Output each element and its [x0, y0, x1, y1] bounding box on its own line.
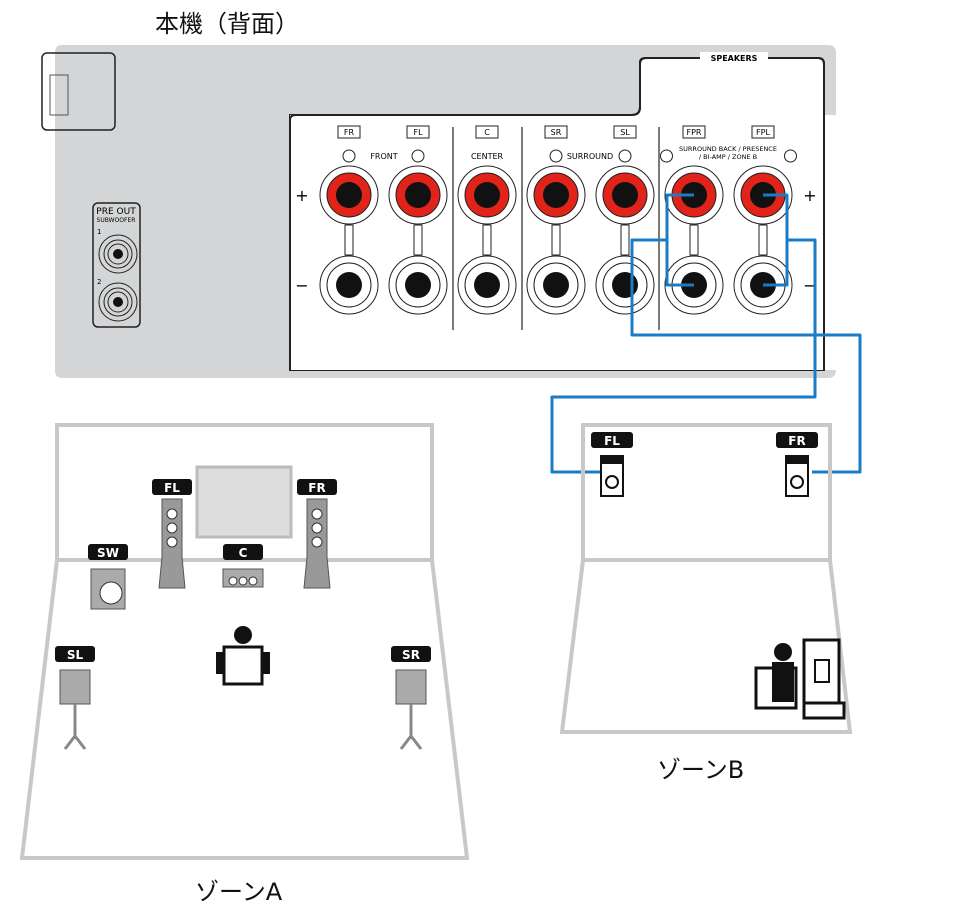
- svg-text:FL: FL: [604, 434, 620, 448]
- subwoofer-jack-2: [113, 297, 123, 307]
- svg-text:SL: SL: [67, 648, 84, 662]
- zone-b-speaker-fl: FL: [591, 432, 633, 497]
- svg-text:SURROUND BACK / PRESENCE: SURROUND BACK / PRESENCE: [679, 145, 777, 153]
- svg-text:FL: FL: [413, 128, 423, 137]
- svg-text:SW: SW: [97, 546, 119, 560]
- speaker-sr: SR: [391, 646, 431, 750]
- svg-text:FR: FR: [788, 434, 805, 448]
- subwoofer-jack-1: [113, 249, 123, 259]
- svg-text:C: C: [239, 546, 248, 560]
- tv: [195, 465, 293, 539]
- svg-text:PRE OUT: PRE OUT: [96, 207, 136, 217]
- preout-box: [92, 202, 141, 328]
- svg-text:1: 1: [97, 228, 101, 236]
- speaker-wires: [550, 193, 862, 474]
- svg-text:SR: SR: [402, 648, 420, 662]
- terminal-sr: SR: [526, 125, 586, 315]
- svg-text:−: −: [295, 276, 308, 295]
- svg-text:FPR: FPR: [687, 128, 702, 137]
- svg-text:C: C: [484, 128, 490, 137]
- svg-text:−: −: [803, 276, 816, 295]
- svg-text:+: +: [803, 186, 816, 205]
- speaker-fl: FL: [152, 479, 192, 589]
- svg-text:FR: FR: [308, 481, 325, 495]
- speaker-sw: SW: [88, 544, 128, 610]
- title: 本機（背面）: [155, 10, 299, 38]
- speakers-header: SPEAKERS: [711, 54, 758, 63]
- speaker-c: C: [222, 544, 264, 588]
- svg-text:FL: FL: [164, 481, 180, 495]
- speaker-sl: SL: [55, 646, 95, 750]
- connector-box: [41, 52, 116, 131]
- svg-text:/ BI-AMP / ZONE B: / BI-AMP / ZONE B: [699, 153, 757, 161]
- terminal-fr: FR: [319, 125, 379, 315]
- terminal-c: C: [457, 125, 517, 315]
- svg-text:FRONT: FRONT: [370, 152, 397, 161]
- svg-text:+: +: [295, 186, 308, 205]
- svg-text:FPL: FPL: [756, 128, 770, 137]
- svg-text:SL: SL: [620, 128, 630, 137]
- svg-text:CENTER: CENTER: [471, 152, 504, 161]
- svg-text:2: 2: [97, 278, 101, 286]
- svg-text:SR: SR: [551, 128, 562, 137]
- zone-a-label: ゾーンA: [195, 878, 283, 906]
- zone-b-speaker-fr: FR: [776, 432, 818, 497]
- speaker-fr: FR: [297, 479, 337, 589]
- zone-b-room: [559, 423, 853, 734]
- terminal-sl: SL: [595, 125, 655, 315]
- terminal-fl: FL: [388, 125, 448, 315]
- svg-text:FR: FR: [344, 128, 355, 137]
- svg-text:SURROUND: SURROUND: [567, 152, 613, 161]
- svg-text:SUBWOOFER: SUBWOOFER: [97, 217, 136, 224]
- zone-b-label: ゾーンB: [657, 756, 745, 784]
